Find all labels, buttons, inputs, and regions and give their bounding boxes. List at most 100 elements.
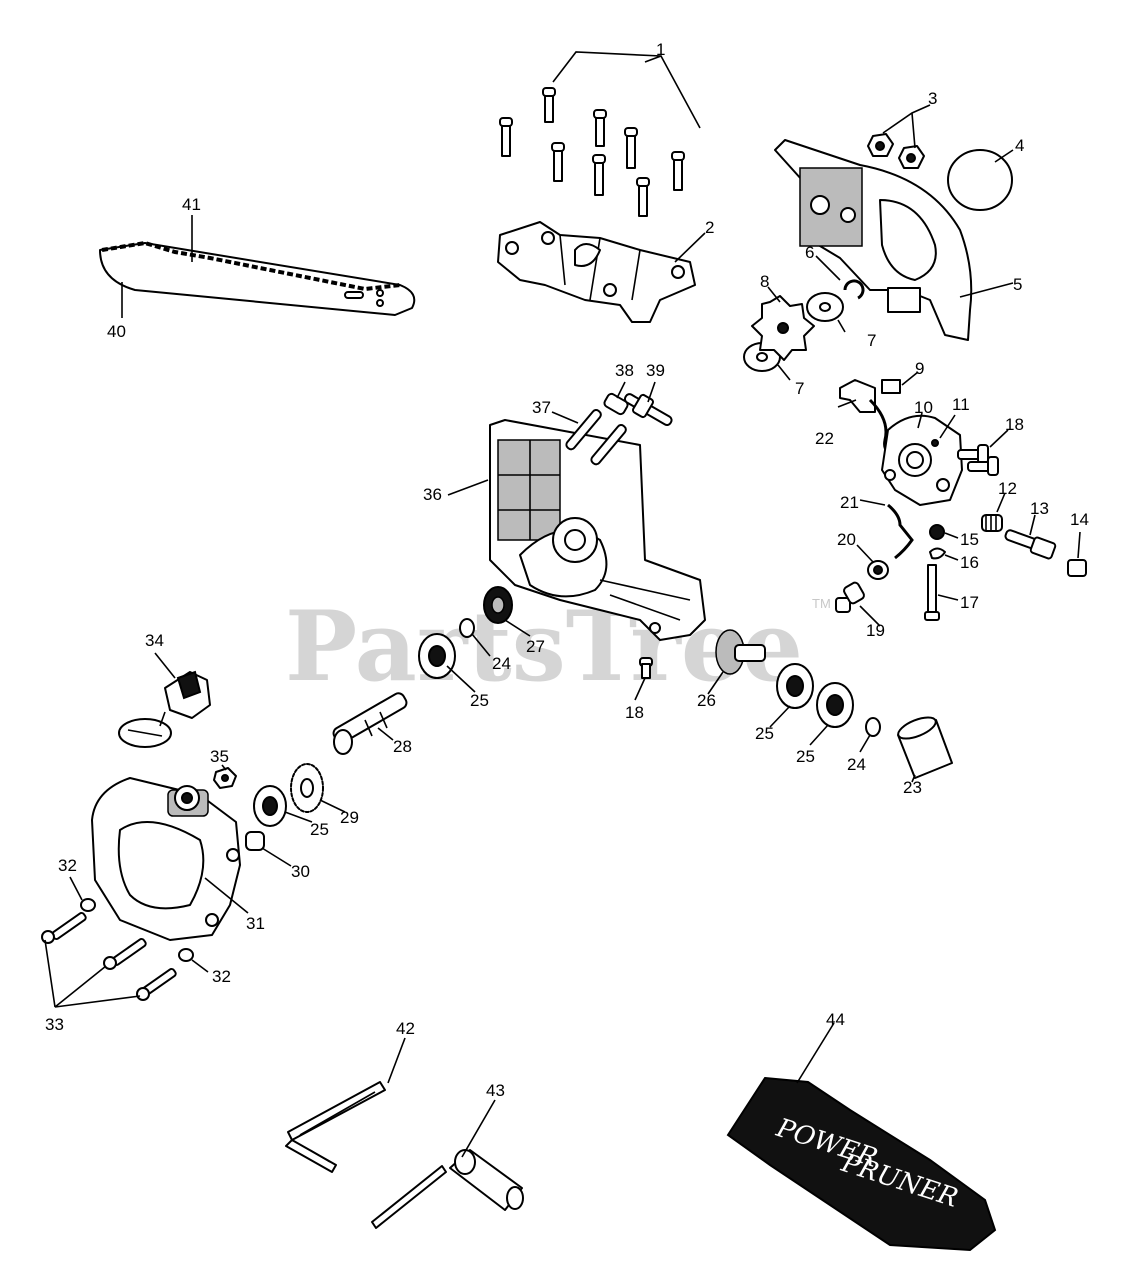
callout-31: 31 bbox=[246, 914, 265, 933]
part-bushing bbox=[245, 831, 265, 851]
callout-33: 33 bbox=[45, 1015, 64, 1034]
part-pump-block bbox=[881, 379, 901, 394]
part-drive-shaft bbox=[332, 692, 408, 755]
part-cap bbox=[1067, 559, 1087, 577]
callout-19: 19 bbox=[866, 621, 885, 640]
callout-29: 29 bbox=[340, 808, 359, 827]
part-oil-pump bbox=[881, 414, 963, 506]
callout-14: 14 bbox=[1070, 510, 1089, 529]
callout-43: 43 bbox=[486, 1081, 505, 1100]
part-sprocket bbox=[751, 295, 815, 361]
part-scrench bbox=[371, 1149, 524, 1229]
part-sleeve bbox=[897, 716, 953, 779]
part-ring-b bbox=[459, 618, 475, 638]
part-fitting bbox=[835, 581, 865, 613]
callout-labels: 1 2 3 4 5 6 7 7 8 9 10 11 12 13 14 15 16… bbox=[45, 40, 1089, 1100]
callout-8: 8 bbox=[760, 272, 769, 291]
callout-32a: 32 bbox=[58, 856, 77, 875]
part-circlip bbox=[843, 279, 865, 300]
part-stud bbox=[623, 393, 673, 426]
part-hex-key bbox=[285, 1081, 386, 1173]
callout-32b: 32 bbox=[212, 967, 231, 986]
callout-44: 44 bbox=[826, 1010, 845, 1029]
callout-42: 42 bbox=[396, 1019, 415, 1038]
callout-41: 41 bbox=[182, 195, 201, 214]
callout-20: 20 bbox=[837, 530, 856, 549]
part-grommet bbox=[867, 560, 889, 580]
part-ball bbox=[929, 524, 945, 540]
part-screws bbox=[499, 87, 685, 217]
part-spring bbox=[981, 514, 1003, 532]
callout-25a: 25 bbox=[470, 691, 489, 710]
callout-38: 38 bbox=[615, 361, 634, 380]
part-pinion-gear bbox=[483, 586, 513, 624]
part-small-screw bbox=[931, 439, 939, 447]
part-adjuster-screw bbox=[1004, 529, 1057, 560]
callout-40: 40 bbox=[107, 322, 126, 341]
part-gear-housing-cover bbox=[497, 221, 696, 323]
callout-28: 28 bbox=[393, 737, 412, 756]
part-hose bbox=[887, 503, 914, 560]
part-bearing-c bbox=[816, 682, 854, 728]
part-bolts-upper bbox=[957, 444, 999, 476]
part-seal bbox=[929, 547, 946, 560]
callout-36: 36 bbox=[423, 485, 442, 504]
callout-39: 39 bbox=[646, 361, 665, 380]
part-chain bbox=[101, 240, 401, 292]
part-handle bbox=[91, 777, 241, 941]
part-gear-shaft bbox=[715, 629, 766, 675]
callout-37: 37 bbox=[532, 398, 551, 417]
callout-27: 27 bbox=[526, 637, 545, 656]
part-small-nut bbox=[213, 767, 237, 789]
callout-10: 10 bbox=[914, 398, 933, 417]
part-oil-cap bbox=[118, 670, 211, 748]
part-label-disc bbox=[947, 149, 1013, 211]
callout-12: 12 bbox=[998, 479, 1017, 498]
part-pin-long bbox=[924, 564, 940, 621]
callout-23: 23 bbox=[903, 778, 922, 797]
callout-11: 11 bbox=[952, 395, 970, 414]
part-bearing-d bbox=[253, 785, 287, 827]
callout-9: 9 bbox=[915, 359, 924, 378]
callout-7a: 7 bbox=[867, 331, 876, 350]
callout-16: 16 bbox=[960, 553, 979, 572]
part-main-housing bbox=[489, 419, 706, 641]
part-pins bbox=[565, 409, 627, 466]
callout-17: 17 bbox=[960, 593, 979, 612]
callout-13: 13 bbox=[1030, 499, 1049, 518]
callout-25c: 25 bbox=[796, 747, 815, 766]
leader-lines bbox=[44, 51, 1081, 1158]
callout-1: 1 bbox=[656, 40, 665, 59]
callout-18a: 18 bbox=[1005, 415, 1024, 434]
callout-5: 5 bbox=[1013, 275, 1022, 294]
part-grommets bbox=[80, 898, 194, 962]
part-bar-scabbard: POWER PRUNER bbox=[726, 1076, 997, 1252]
callout-22: 22 bbox=[815, 429, 834, 448]
part-bearing-b bbox=[776, 663, 814, 709]
callout-3: 3 bbox=[928, 89, 937, 108]
watermark-tm: TM bbox=[812, 596, 831, 611]
part-spur-gear bbox=[290, 763, 324, 813]
callout-21: 21 bbox=[840, 493, 859, 512]
callout-34: 34 bbox=[145, 631, 164, 650]
callout-35: 35 bbox=[210, 747, 229, 766]
callout-25d: 25 bbox=[310, 820, 329, 839]
callout-18b: 18 bbox=[625, 703, 644, 722]
callout-25b: 25 bbox=[755, 724, 774, 743]
part-nuts bbox=[867, 133, 925, 169]
callout-7b: 7 bbox=[795, 379, 804, 398]
callout-30: 30 bbox=[291, 862, 310, 881]
part-small-bolt bbox=[639, 657, 653, 679]
callout-4: 4 bbox=[1015, 136, 1024, 155]
callout-2: 2 bbox=[705, 218, 714, 237]
part-sprocket-guard bbox=[774, 139, 973, 341]
part-ring-a bbox=[865, 717, 881, 737]
callout-26: 26 bbox=[697, 691, 716, 710]
callout-6: 6 bbox=[805, 243, 814, 262]
part-bearing-a bbox=[418, 633, 456, 679]
part-guide-bar bbox=[99, 242, 416, 316]
callout-24b: 24 bbox=[847, 755, 866, 774]
callout-24a: 24 bbox=[492, 654, 511, 673]
part-washers bbox=[743, 292, 844, 372]
